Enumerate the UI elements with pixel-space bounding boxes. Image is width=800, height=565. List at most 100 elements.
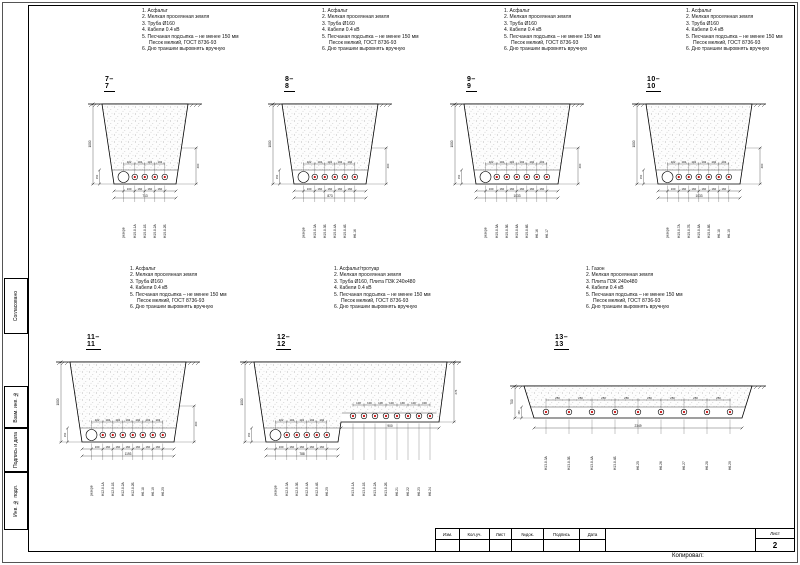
- dim-text: 102: [307, 160, 312, 164]
- cable-core-dot: [428, 414, 432, 418]
- cable-core-dot: [687, 175, 690, 179]
- dim-text: 102: [299, 418, 304, 422]
- dim-text: 102: [319, 418, 324, 422]
- legend-item: 2. Мелкая просеянная земля: [586, 272, 654, 279]
- stamp-label: Кол.уч.: [460, 529, 489, 540]
- cable-core-dot: [590, 410, 594, 414]
- cable-core-dot: [151, 433, 154, 437]
- section-title: 7–7: [104, 76, 115, 92]
- dim-text: 102: [309, 418, 314, 422]
- stamp-label: №док.: [512, 529, 543, 540]
- cable-label: Н6.20: [325, 487, 329, 496]
- dim-text: 160: [137, 187, 142, 191]
- cable-core-dot: [295, 433, 298, 437]
- trench-fill: [646, 104, 752, 170]
- dim-text: 160: [327, 187, 332, 191]
- dim-text: 102: [509, 160, 514, 164]
- cable-label: Н10.8.1А: [133, 223, 137, 238]
- cable-label: Н10.8.2Б: [163, 224, 167, 238]
- side-cell-vzam-inv: Взам. инв. №: [4, 386, 28, 428]
- trench-fill: [524, 386, 752, 407]
- legend-item: 5. Песчаная подсыпка – не менее 150 мм: [504, 33, 601, 40]
- dim-text: 1000: [450, 140, 454, 147]
- legend-item: 2. Мелкая просеянная земля: [322, 14, 390, 21]
- dim-text: 160: [519, 187, 524, 191]
- dim-text: 160: [489, 187, 494, 191]
- dim-text: 1000: [268, 140, 272, 147]
- legend-item: 3. Труба Ø160: [322, 20, 355, 27]
- dim-text: 102: [337, 160, 342, 164]
- cable-label: Н13.8.2Б: [384, 482, 388, 496]
- legend-item: Песок мелкий, ГОСТ 8736-93: [137, 298, 205, 305]
- cable-core-dot: [333, 175, 336, 179]
- dim-text: 100: [389, 401, 394, 405]
- cable-label: Н6.18: [717, 229, 721, 238]
- dim-text: 100: [400, 401, 405, 405]
- section-title: 10–10: [646, 76, 662, 92]
- cable-core-dot: [343, 175, 346, 179]
- cable-label: Н12.8.3А: [285, 481, 289, 496]
- legend-item: 6. Дно траншеи выровнять вручную: [322, 46, 406, 53]
- legend-item: 2. Мелкая просеянная земля: [142, 14, 210, 21]
- dim-text: 102: [135, 418, 140, 422]
- legend-item: 6. Дно траншеи выровнять вручную: [142, 46, 226, 53]
- stamp-label: Подпись: [544, 529, 579, 540]
- cable-label: резерв: [666, 227, 670, 238]
- legend-item: 1. Асфальт: [130, 266, 156, 272]
- dim-text: 250: [578, 396, 583, 400]
- dim-text: 160: [145, 445, 150, 449]
- dim-text: 102: [115, 418, 120, 422]
- cable-label: Н10.8.6А: [515, 223, 519, 238]
- stamp-col-data: Дата: [580, 529, 606, 551]
- cable-core-dot: [163, 175, 166, 179]
- dim-text: 250: [670, 396, 675, 400]
- cable-core-dot: [141, 433, 144, 437]
- pipe-circle: [269, 429, 282, 441]
- legend-item: 4. Кабели 0.4 кВ: [686, 27, 724, 34]
- dim-text: 250: [693, 396, 698, 400]
- dim-text: 160: [681, 187, 686, 191]
- cable-label: Н13.8.1Б: [362, 482, 366, 496]
- dim-text: 160: [721, 187, 726, 191]
- cable-label: резерв: [302, 227, 306, 238]
- cable-label: Н6.16: [353, 229, 357, 238]
- dim-text: 102: [289, 418, 294, 422]
- dim-text: 400: [386, 163, 390, 168]
- pipe-circle: [117, 171, 130, 183]
- legend-item: 3. Труба Ø160: [686, 20, 719, 27]
- legend-item: 1. Асфальт/тротуар: [334, 266, 380, 272]
- stamp-col-list: Лист: [490, 529, 512, 551]
- stamp-cell: [580, 540, 605, 551]
- cable-core-dot: [395, 414, 399, 418]
- cable-core-dot: [315, 433, 318, 437]
- dim-text: 160: [147, 187, 152, 191]
- legend-item: 4. Кабели 0.4 кВ: [130, 285, 168, 292]
- cable-core-dot: [131, 433, 134, 437]
- stamp-cell: [436, 540, 459, 551]
- dim-text: 102: [155, 418, 160, 422]
- dim-text: 250: [601, 396, 606, 400]
- cable-core-dot: [121, 433, 124, 437]
- cable-label: Н13.8.3А: [544, 455, 548, 470]
- dim-text: 2349: [634, 424, 641, 428]
- dim-text: 102: [127, 160, 132, 164]
- section-title: 12–12: [276, 334, 292, 350]
- drawing-frame: [28, 5, 795, 552]
- dim-text: 160: [337, 187, 342, 191]
- dim-text: 160: [279, 445, 284, 449]
- dim-text: 150: [247, 432, 251, 437]
- dim-text: 160: [499, 187, 504, 191]
- legend-item: 5. Песчаная подсыпка – не менее 150 мм: [322, 33, 419, 40]
- cable-label: Н13.8.4А: [590, 455, 594, 470]
- legend-item: 1. Асфальт: [686, 8, 712, 14]
- cable-core-dot: [161, 433, 164, 437]
- cable-core-dot: [133, 175, 136, 179]
- cable-label: Н10.8.4А: [333, 223, 337, 238]
- cable-core-dot: [373, 414, 377, 418]
